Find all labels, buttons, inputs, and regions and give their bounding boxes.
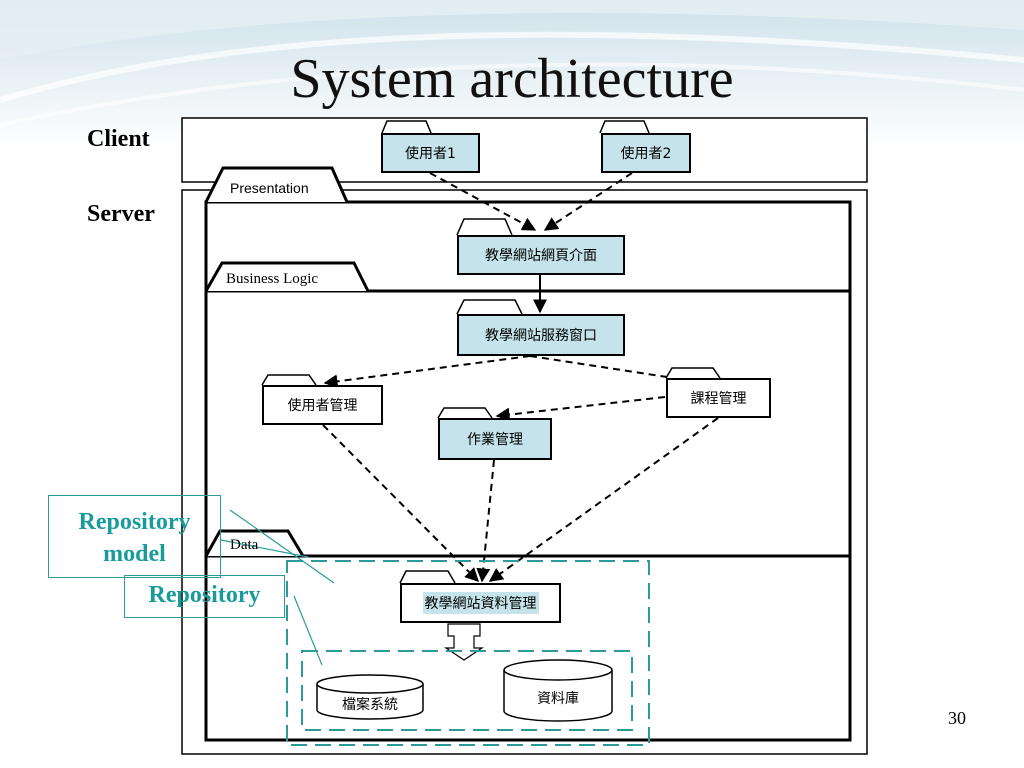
- slide-title: System architecture: [290, 48, 734, 110]
- arrow-user1-to-interface: [429, 172, 537, 231]
- data-management-label: 教學網站資料管理: [422, 592, 539, 614]
- page-number: 30: [948, 708, 966, 728]
- user2-package: 使用者2: [601, 133, 691, 173]
- business-logic-layer-label: Business Logic: [226, 271, 319, 287]
- homework-management-package-tab: [437, 407, 493, 419]
- presentation-layer-frame: [204, 200, 852, 742]
- user-management-package-tab: [261, 374, 317, 386]
- database-cylinder: [503, 659, 613, 722]
- client-tier-label: Client: [87, 126, 150, 152]
- callout-line-repository-model-2: [229, 509, 335, 584]
- database-label: 資料庫: [537, 691, 579, 707]
- data-layer-label: Data: [230, 537, 259, 553]
- repository-model-frame: [286, 560, 650, 746]
- arrow-course-to-data: [488, 417, 719, 582]
- homework-management-package: 作業管理: [438, 418, 552, 460]
- file-system-label: 檔案系統: [342, 697, 398, 713]
- course-management-package-tab: [665, 367, 721, 379]
- course-management-package: 課程管理: [666, 378, 771, 418]
- server-tier-label: Server: [87, 201, 155, 227]
- business-logic-tab: [204, 261, 370, 292]
- user-management-package: 使用者管理: [262, 385, 383, 425]
- arrow-course-to-homework: [495, 396, 666, 422]
- data-management-package-tab: [399, 570, 456, 584]
- service-window-package: 教學網站服務窗口: [457, 314, 625, 356]
- web-interface-package: 教學網站網頁介面: [457, 235, 625, 275]
- repository-frame: [301, 650, 633, 731]
- service-window-package-tab: [456, 299, 523, 315]
- user1-package: 使用者1: [381, 133, 480, 173]
- arrow-user-mgmt-to-data: [322, 424, 479, 582]
- callout-line-repository: [293, 595, 323, 666]
- presentation-layer-label: Presentation: [230, 180, 309, 196]
- web-interface-package-tab: [456, 218, 513, 236]
- file-system-cylinder: [316, 674, 424, 720]
- presentation-tab: [204, 166, 349, 203]
- arrow-service-to-user-mgmt: [323, 355, 531, 389]
- user2-package-tab: [599, 120, 650, 134]
- repository-model-callout: Repository model: [48, 495, 221, 578]
- data-management-package: 教學網站資料管理: [400, 583, 561, 623]
- user1-package-tab: [381, 120, 432, 134]
- arrow-user2-to-interface: [543, 172, 633, 231]
- repository-callout: Repository: [124, 575, 285, 618]
- data-tab: [204, 529, 305, 557]
